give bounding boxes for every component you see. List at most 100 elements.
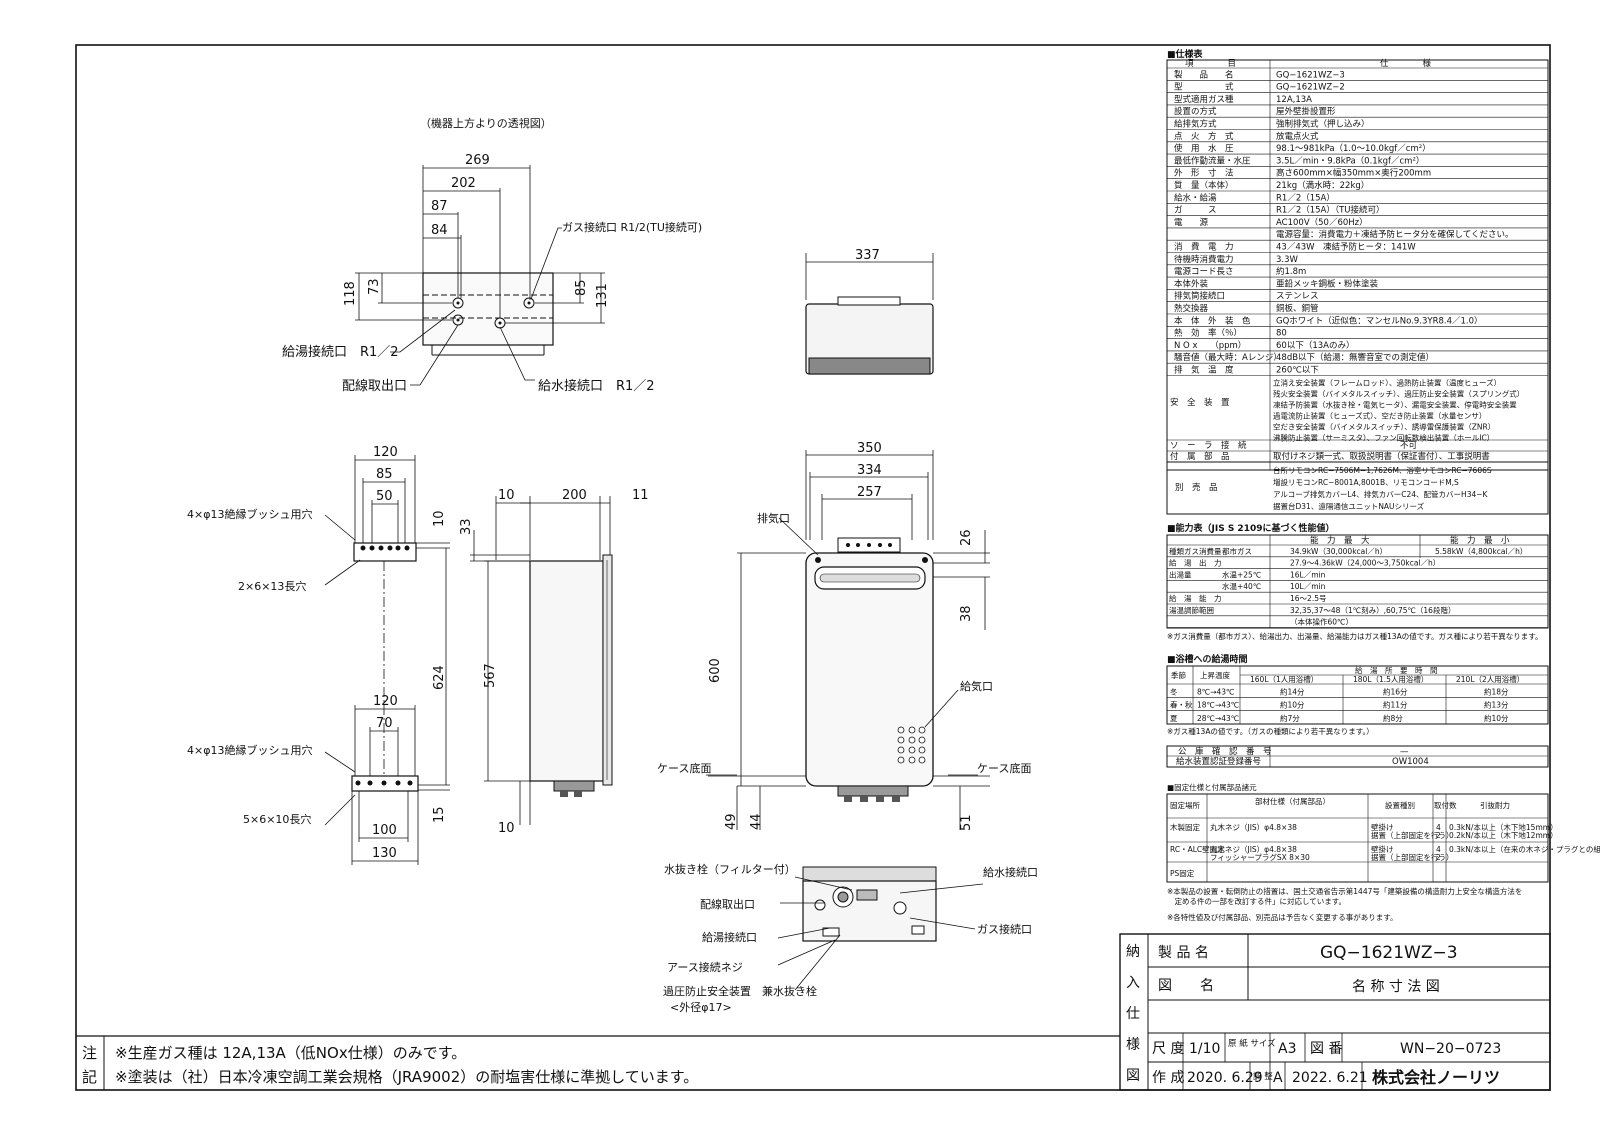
- option-item: 据置台D31、遠隔通信ユニットNAUシリーズ: [1273, 501, 1425, 511]
- capacity-row-label: 給 湯 出 力: [1169, 558, 1222, 568]
- dim-15: 15: [432, 806, 447, 823]
- spec-row-value: 260℃以下: [1276, 366, 1319, 376]
- product-label: 製 品 名: [1158, 945, 1209, 961]
- figure-label: 図 名: [1158, 978, 1214, 994]
- capacity-row-label: 給 湯 能 力: [1169, 593, 1222, 603]
- label-wiring-bottom: 配線取出口: [700, 897, 755, 911]
- label-slots-bottom: 5×6×10長穴: [243, 812, 311, 826]
- notes-area: 注 記 ※生産ガス種は 12A,13A（低NOx仕様）のみです。 ※塗装は（社）…: [82, 1044, 698, 1086]
- label-bush-holes-bottom: 4×φ13絶縁ブッシュ用穴: [187, 743, 312, 757]
- option-item: アルコーブ排気カバーL4、排気カバーC24、配管カバーH34−K: [1273, 489, 1489, 499]
- acc-label: 付 属 部 品: [1170, 451, 1230, 462]
- option-item: 台所リモコンRC−7506M−1,7626M、浴室リモコンRC−7606S: [1273, 465, 1492, 475]
- dim-51: 51: [959, 814, 974, 831]
- dim-337: 337: [855, 248, 880, 263]
- cert-r1-value: —: [1400, 747, 1409, 757]
- spec-row-label: 型式適用ガス種: [1174, 94, 1234, 105]
- fix-h-kind: 設置種別: [1385, 800, 1415, 810]
- label-gas-inlet: ガス接続口 R1/2(TU接続可): [562, 220, 702, 234]
- bath-col-head: 160L（1人用浴槽）: [1250, 674, 1318, 684]
- dim-257: 257: [857, 485, 882, 500]
- spec-row-value: 放電点火式: [1276, 131, 1319, 142]
- spec-row-value: 80: [1276, 329, 1287, 339]
- capacity-row-label: 種類ガス消費量: [1169, 546, 1222, 556]
- fix-force: 0.2kN/本以上（木下地12mm）: [1449, 830, 1558, 840]
- capacity-row-max: 27.9〜4.36kW（24,000〜3,750kcal／h）: [1290, 559, 1440, 568]
- fix-place: RC・ALC壁固定: [1170, 844, 1225, 854]
- cert-r2-value: OW1004: [1392, 757, 1429, 767]
- bath-col-head: 210L（2人用浴槽）: [1456, 674, 1524, 684]
- dim-26: 26: [959, 529, 974, 546]
- revision-mark: A: [1273, 1070, 1283, 1086]
- dim-600: 600: [708, 658, 723, 683]
- fix-h-num: 取付数: [1434, 800, 1457, 810]
- spec-row-label: N O x （ppm）: [1174, 340, 1246, 351]
- bath-season: 夏: [1170, 714, 1178, 723]
- capacity-heading: ■能力表（JIS S 2109に基づく性能値）: [1167, 522, 1334, 534]
- fix-h-place: 固定場所: [1170, 800, 1200, 810]
- dim-200: 200: [562, 488, 587, 503]
- safety-item: 過電流防止装置（ヒューズ式）、空だき防止装置（水量センサ）: [1273, 411, 1486, 421]
- spec-row-label: 型 式: [1174, 82, 1234, 93]
- capacity-row-max: （本体操作60℃）: [1290, 617, 1353, 627]
- bath-season: 春・秋: [1170, 700, 1193, 710]
- bath-season: 冬: [1170, 686, 1178, 696]
- dim-10-side-bottom: 10: [498, 821, 515, 836]
- spec-row-label: 電 源: [1174, 218, 1209, 228]
- spec-row-label: 質 量（本体）: [1174, 180, 1234, 191]
- fix-note-3: ※各特性値及び付属部品、別売品は予告なく変更する事があります。: [1167, 912, 1398, 922]
- fix-kind: 壁掛け: [1371, 822, 1394, 832]
- dim-85-bracket: 85: [376, 467, 393, 482]
- bath-h-group: 給 湯 所 要 時 間: [1355, 665, 1438, 675]
- fix-h-part: 部材仕様（付属部品）: [1255, 796, 1330, 806]
- label-case-bottom-right: ケース底面: [977, 761, 1031, 775]
- capacity-row-condition: 水温+40℃: [1222, 581, 1261, 591]
- spec-row-label: 本体外装: [1174, 278, 1209, 289]
- label-gas-bottom: ガス接続口: [977, 922, 1032, 936]
- fix-heading: ■固定仕様と付属部品諸元: [1167, 782, 1257, 792]
- title-side-char: 様: [1126, 1037, 1140, 1053]
- capacity-table: ■能力表（JIS S 2109に基づく性能値） 能 力 最 大 能 力 最 小 …: [1166, 522, 1549, 641]
- spec-row-value: GQ−1621WZ−2: [1276, 83, 1345, 93]
- top-outline-view: 337: [805, 248, 934, 375]
- spec-row-label: 設置の方式: [1174, 106, 1217, 117]
- dim-11: 11: [632, 488, 649, 503]
- opt-rows: 台所リモコンRC−7506M−1,7626M、浴室リモコンRC−7606S増設リ…: [1273, 465, 1492, 511]
- top-view-caption: （機器上方よりの透視図）: [420, 116, 552, 130]
- dim-118: 118: [343, 281, 358, 306]
- capacity-row-max: 34.9kW（30,000kcal／h）: [1290, 547, 1387, 556]
- label-water-inlet: 給水接続口 R1／2: [538, 378, 655, 394]
- spec-row-label: 給排気方式: [1174, 119, 1217, 130]
- capacity-row-min: 5.58kW（4,800kcal／h）: [1435, 547, 1527, 556]
- capacity-row-label: 出湯量: [1169, 569, 1192, 579]
- capacity-col-max: 能 力 最 大: [1310, 535, 1370, 546]
- front-view: 350 334 257: [657, 441, 1031, 831]
- spec-row-value: 屋外壁掛設置形: [1276, 106, 1336, 117]
- spec-row-label: 消 費 電 力: [1174, 242, 1234, 253]
- side-view: 10 200 11 33 567 10: [459, 488, 649, 836]
- label-earth-screw: アース接続ネジ: [667, 960, 743, 974]
- drawing-no: WN−20−0723: [1400, 1041, 1501, 1057]
- spec-row-value: 強制排気式（押し込み）: [1276, 119, 1370, 130]
- spec-col-spec: 仕 様: [1380, 58, 1432, 69]
- created-label: 作 成: [1152, 1070, 1184, 1086]
- bath-temp: 28℃→43℃: [1197, 714, 1239, 723]
- company-name: 株式会社ノーリツ: [1372, 1068, 1500, 1087]
- solar-label: ソ ー ラ 接 続: [1170, 440, 1247, 451]
- spec-row-label: 排 気 温 度: [1174, 365, 1234, 376]
- fix-force: 0.3kN/本以上（木下地15mm）: [1449, 822, 1558, 832]
- safety-item: 残火安全装置（バイメタルスイッチ）、過圧防止安全装置（スプリング式）: [1273, 389, 1524, 399]
- safety-item: 凍結予防装置（水抜き栓・電気ヒータ）、漏電安全装置、停電時安全装置: [1273, 400, 1517, 410]
- capacity-row-max: 32,35,37〜48（1℃刻み）,60,75℃（16段階）: [1290, 605, 1455, 615]
- spec-row-value: 3.3W: [1276, 255, 1299, 265]
- cert-r2-label: 給水装置認証登録番号: [1176, 756, 1261, 767]
- dim-10-bracket: 10: [432, 510, 447, 527]
- dim-120-bottom: 120: [373, 694, 398, 709]
- spec-row-label: 待機時消費電力: [1174, 254, 1234, 265]
- dim-202: 202: [451, 176, 476, 191]
- capacity-row-max: 10L／min: [1290, 582, 1326, 591]
- spec-row-label: 給水・給湯: [1174, 192, 1217, 203]
- spec-row-value: 43／43W 凍結予防ヒータ：141W: [1276, 242, 1416, 253]
